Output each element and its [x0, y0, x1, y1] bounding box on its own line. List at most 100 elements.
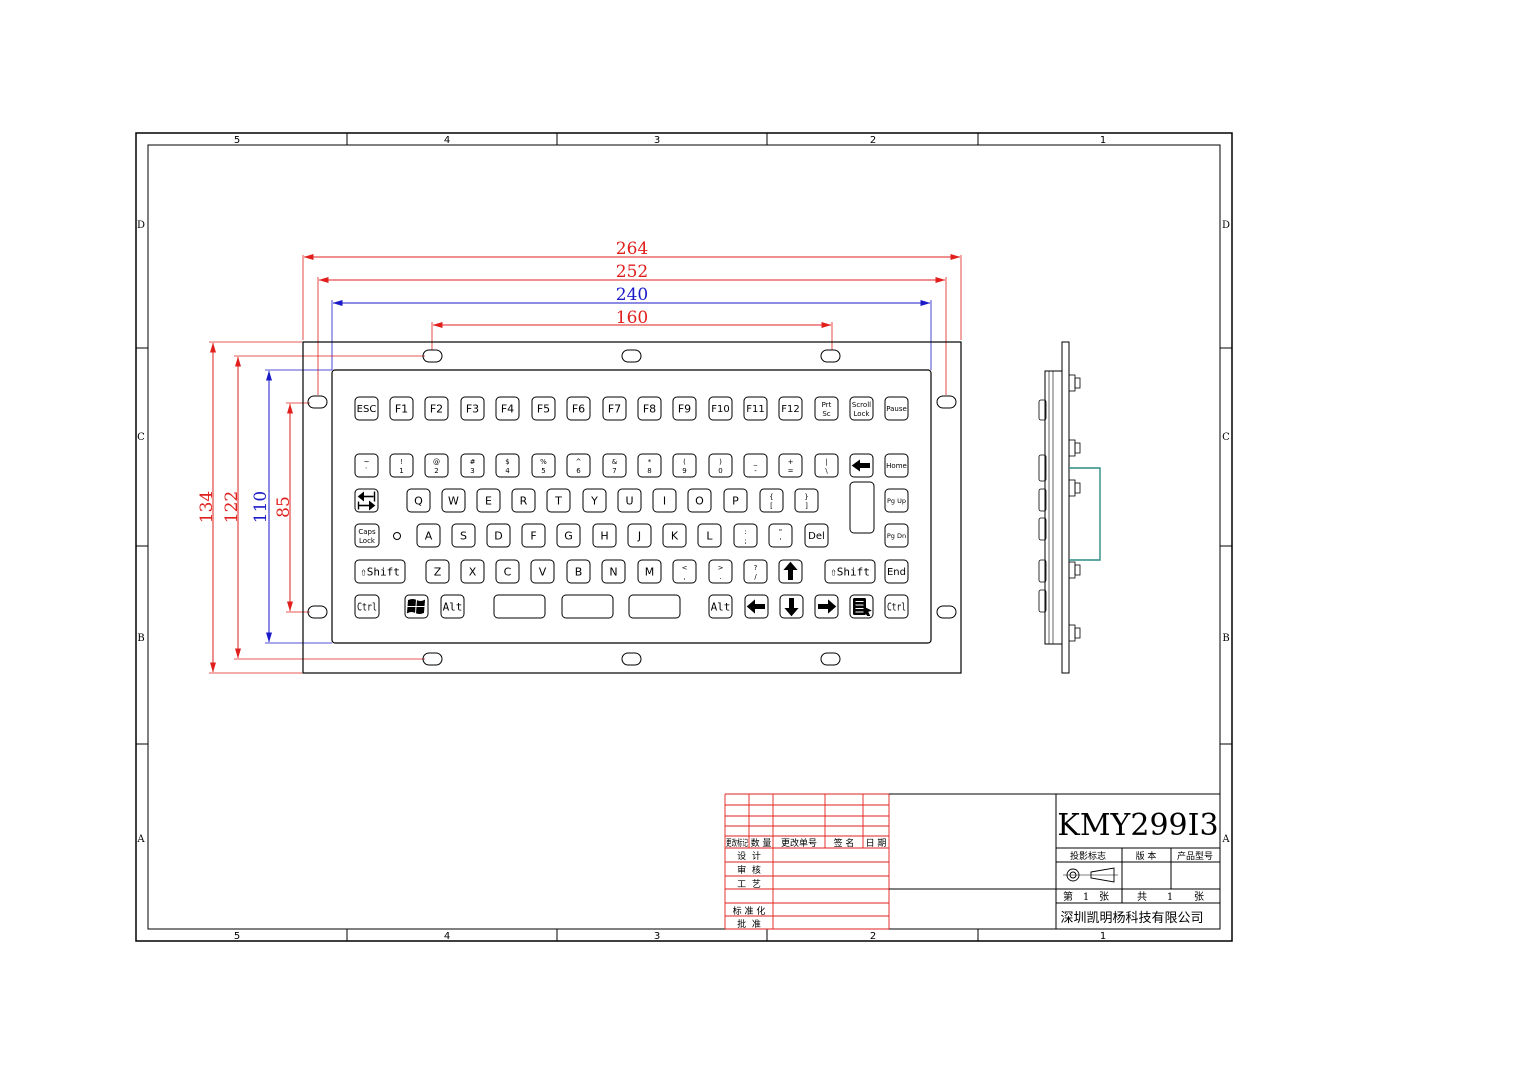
- key-ctrl[interactable]: Ctrl: [354, 594, 380, 619]
- key-symbol[interactable]: $4: [495, 453, 520, 478]
- key-f9[interactable]: F9: [672, 396, 697, 421]
- key-symbol[interactable]: ?/: [743, 559, 768, 584]
- key-b[interactable]: B: [566, 559, 591, 584]
- key-a[interactable]: A: [416, 523, 441, 548]
- key-up-arrow[interactable]: [778, 559, 803, 584]
- key-symbol[interactable]: _-: [743, 453, 768, 478]
- key-n[interactable]: N: [601, 559, 626, 584]
- key-pg-dn[interactable]: Pg Dn: [884, 523, 909, 548]
- key-symbol[interactable]: {[: [759, 488, 784, 513]
- key-f11[interactable]: F11: [743, 396, 768, 421]
- key-f6[interactable]: F6: [566, 396, 591, 421]
- key-s[interactable]: S: [451, 523, 476, 548]
- key-esc[interactable]: ESC: [354, 396, 379, 421]
- key-pg-up[interactable]: Pg Up: [884, 488, 909, 513]
- key-symbol[interactable]: |\: [814, 453, 839, 478]
- key-left-arrow[interactable]: [744, 594, 769, 619]
- key-symbol[interactable]: +=: [778, 453, 803, 478]
- key-g[interactable]: G: [556, 523, 581, 548]
- key-i[interactable]: I: [652, 488, 677, 513]
- total-unit: 张: [1194, 891, 1204, 903]
- dim-label-160: 160: [616, 308, 648, 328]
- key-f4[interactable]: F4: [495, 396, 520, 421]
- key-shift[interactable]: ⇧Shift: [354, 559, 406, 584]
- key-symbol[interactable]: *8: [637, 453, 662, 478]
- key-f8[interactable]: F8: [637, 396, 662, 421]
- key-label-top: $: [505, 458, 509, 466]
- key-symbol[interactable]: >.: [708, 559, 733, 584]
- key-q[interactable]: Q: [406, 488, 431, 513]
- key-symbol[interactable]: ~`: [354, 453, 379, 478]
- key-label-top: {: [769, 493, 773, 501]
- key-e[interactable]: E: [476, 488, 501, 513]
- key-end[interactable]: End: [884, 559, 909, 584]
- key-k[interactable]: K: [662, 523, 687, 548]
- key-f7[interactable]: F7: [602, 396, 627, 421]
- key-label: Pg Up: [887, 497, 906, 505]
- key-shift[interactable]: ⇧Shift: [824, 559, 876, 584]
- key-label: L: [706, 529, 713, 542]
- key-symbol[interactable]: #3: [460, 453, 485, 478]
- key-symbol[interactable]: "': [768, 523, 793, 548]
- key-y[interactable]: Y: [582, 488, 607, 513]
- key-f2[interactable]: F2: [424, 396, 449, 421]
- key-right-arrow[interactable]: [814, 594, 839, 619]
- key-label-bottom: 4: [505, 467, 510, 475]
- key-f[interactable]: F: [521, 523, 546, 548]
- key-r[interactable]: R: [511, 488, 536, 513]
- key-label: J: [637, 529, 641, 542]
- key-label: End: [887, 567, 906, 578]
- key-backspace-arrow[interactable]: [849, 453, 874, 478]
- key-f5[interactable]: F5: [531, 396, 556, 421]
- key-z[interactable]: Z: [425, 559, 450, 584]
- key-w[interactable]: W: [441, 488, 466, 513]
- key-m[interactable]: M: [637, 559, 662, 584]
- key-windows-logo[interactable]: [404, 594, 429, 619]
- key-o[interactable]: O: [687, 488, 712, 513]
- key-symbol[interactable]: )0: [708, 453, 733, 478]
- key-del[interactable]: Del: [804, 523, 829, 548]
- key-u[interactable]: U: [617, 488, 642, 513]
- key-c[interactable]: C: [495, 559, 520, 584]
- key-l[interactable]: L: [697, 523, 722, 548]
- col-label: 4: [444, 135, 450, 146]
- key-f10[interactable]: F10: [708, 396, 733, 421]
- key-space-segment[interactable]: [628, 594, 681, 619]
- key-symbol[interactable]: }]: [794, 488, 819, 513]
- key-pause[interactable]: Pause: [884, 396, 909, 421]
- key-x[interactable]: X: [460, 559, 485, 584]
- company-name: 深圳凯明杨科技有限公司: [1060, 911, 1203, 926]
- key-symbol[interactable]: :;: [733, 523, 758, 548]
- key-h[interactable]: H: [592, 523, 617, 548]
- key-space-segment[interactable]: [561, 594, 614, 619]
- key-symbol[interactable]: (9: [672, 453, 697, 478]
- key-f1[interactable]: F1: [389, 396, 414, 421]
- col-label: 2: [870, 135, 876, 146]
- key-symbol[interactable]: %5: [531, 453, 556, 478]
- key-f12[interactable]: F12: [778, 396, 803, 421]
- key-symbol[interactable]: ^6: [566, 453, 591, 478]
- key-symbol[interactable]: &7: [602, 453, 627, 478]
- key-v[interactable]: V: [530, 559, 555, 584]
- key-space-segment[interactable]: [493, 594, 546, 619]
- key-d[interactable]: D: [486, 523, 511, 548]
- key-t[interactable]: T: [546, 488, 571, 513]
- key-symbol[interactable]: !1: [389, 453, 414, 478]
- key-symbol[interactable]: @2: [424, 453, 449, 478]
- key-f3[interactable]: F3: [460, 396, 485, 421]
- key-enter[interactable]: [849, 481, 875, 534]
- key-menu-key[interactable]: [849, 594, 874, 619]
- key-symbol[interactable]: <,: [672, 559, 697, 584]
- key-down-arrow[interactable]: [779, 594, 804, 619]
- key-home[interactable]: Home: [884, 453, 909, 478]
- key-p[interactable]: P: [723, 488, 748, 513]
- key-tab[interactable]: [354, 488, 379, 513]
- key-ctrl[interactable]: Ctrl: [884, 594, 909, 619]
- key-alt[interactable]: Alt: [708, 594, 733, 619]
- stud: [1068, 624, 1076, 642]
- key-j[interactable]: J: [627, 523, 652, 548]
- key-alt[interactable]: Alt: [440, 594, 465, 619]
